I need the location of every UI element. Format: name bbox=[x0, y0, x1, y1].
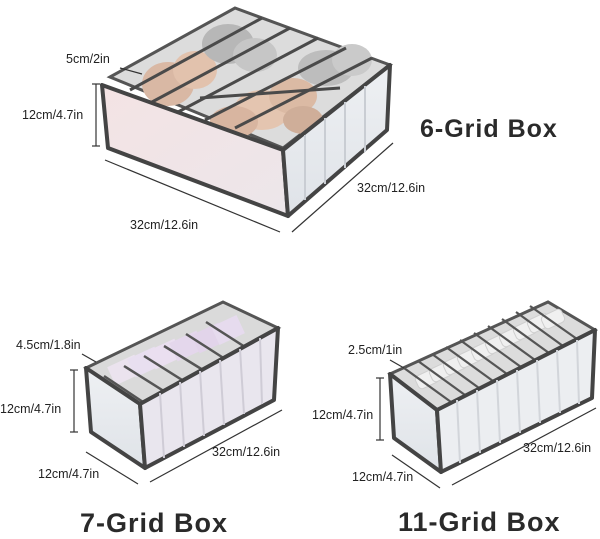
bra-items bbox=[142, 24, 372, 138]
eleven-grid-depth-label: 12cm/4.7in bbox=[352, 470, 414, 484]
seven-grid-title: 7-Grid Box bbox=[80, 508, 229, 538]
six-grid-box-image bbox=[100, 6, 394, 218]
six-grid-dimension-lines bbox=[92, 67, 394, 233]
six-grid-compartment-label: 5cm/2in bbox=[66, 52, 110, 66]
six-grid-height-label: 12cm/4.7in bbox=[22, 108, 84, 122]
seven-grid-compartment-label: 4.5cm/1.8in bbox=[16, 338, 81, 352]
six-grid-depth-label: 32cm/12.6in bbox=[130, 218, 199, 232]
eleven-grid-dimension-lines bbox=[376, 359, 597, 489]
seven-grid-length-label: 32cm/12.6in bbox=[212, 445, 281, 459]
six-grid-title: 6-Grid Box bbox=[420, 115, 558, 143]
seven-grid-box-image bbox=[82, 300, 282, 470]
eleven-grid-box-image bbox=[387, 300, 599, 474]
seven-grid-dimension-lines bbox=[70, 353, 283, 485]
eleven-grid-title: 11-Grid Box bbox=[398, 507, 561, 537]
eleven-grid-height-label: 12cm/4.7in bbox=[312, 408, 374, 422]
folded-socks bbox=[414, 308, 566, 390]
eleven-grid-compartment-label: 2.5cm/1in bbox=[348, 343, 403, 357]
six-grid-width-label: 32cm/12.6in bbox=[357, 181, 426, 195]
seven-grid-depth-label: 12cm/4.7in bbox=[38, 467, 100, 481]
seven-grid-height-label: 12cm/4.7in bbox=[0, 402, 62, 416]
eleven-grid-length-label: 32cm/12.6in bbox=[523, 441, 592, 455]
